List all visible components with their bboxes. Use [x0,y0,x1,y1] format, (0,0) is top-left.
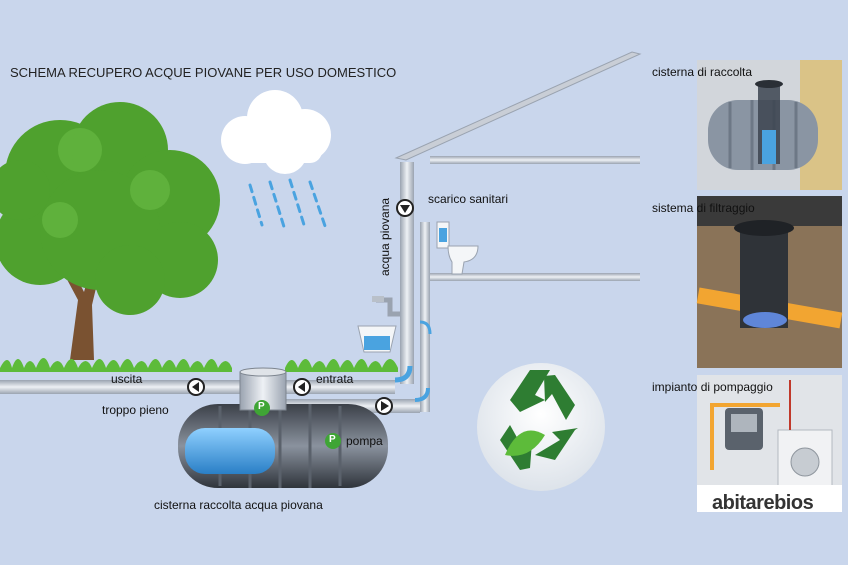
brand-part2: bios [774,492,814,514]
flow-arrow-entrata [293,378,311,396]
pump-badge-legend [325,433,341,449]
flow-arrow-down [396,199,414,217]
grass [0,358,398,372]
sink [357,296,400,353]
photo-caption-cisterna: cisterna di raccolta [652,65,753,79]
house [394,51,642,281]
flow-arrow-uscita [187,378,205,396]
recycle-icon [477,363,605,491]
photo-cistern-illustration [697,60,842,190]
label-uscita: uscita [111,372,143,386]
photo-caption-pompaggio: impianto di pompaggio [652,380,773,394]
label-entrata: entrata [316,372,354,386]
label-acqua-piovana: acqua piovana [378,197,392,276]
photo-pump-illustration [697,375,842,512]
cloud [221,90,331,174]
photo-filter-illustration [696,196,843,368]
flow-arrow-pompa [375,397,393,415]
brand-logo: abitarebios [712,492,814,515]
label-pompa: pompa [346,434,383,448]
label-troppo-pieno: troppo pieno [102,403,169,417]
label-scarico-sanitari: scarico sanitari [428,192,509,206]
rain [248,178,327,232]
page-title: SCHEMA RECUPERO ACQUE PIOVANE PER USO DO… [10,65,397,80]
label-cisterna: cisterna raccolta acqua piovana [154,498,323,512]
pump-badge-tank [254,400,270,416]
pump-badge-text-legend: P [329,434,336,445]
tree [0,102,220,360]
toilet [436,221,479,275]
rainwater-tank [178,367,388,488]
brand-part1: abitare [712,492,775,514]
photo-caption-filtraggio: sistema di filtraggio [652,201,755,215]
pump-badge-text-tank: P [258,401,265,412]
